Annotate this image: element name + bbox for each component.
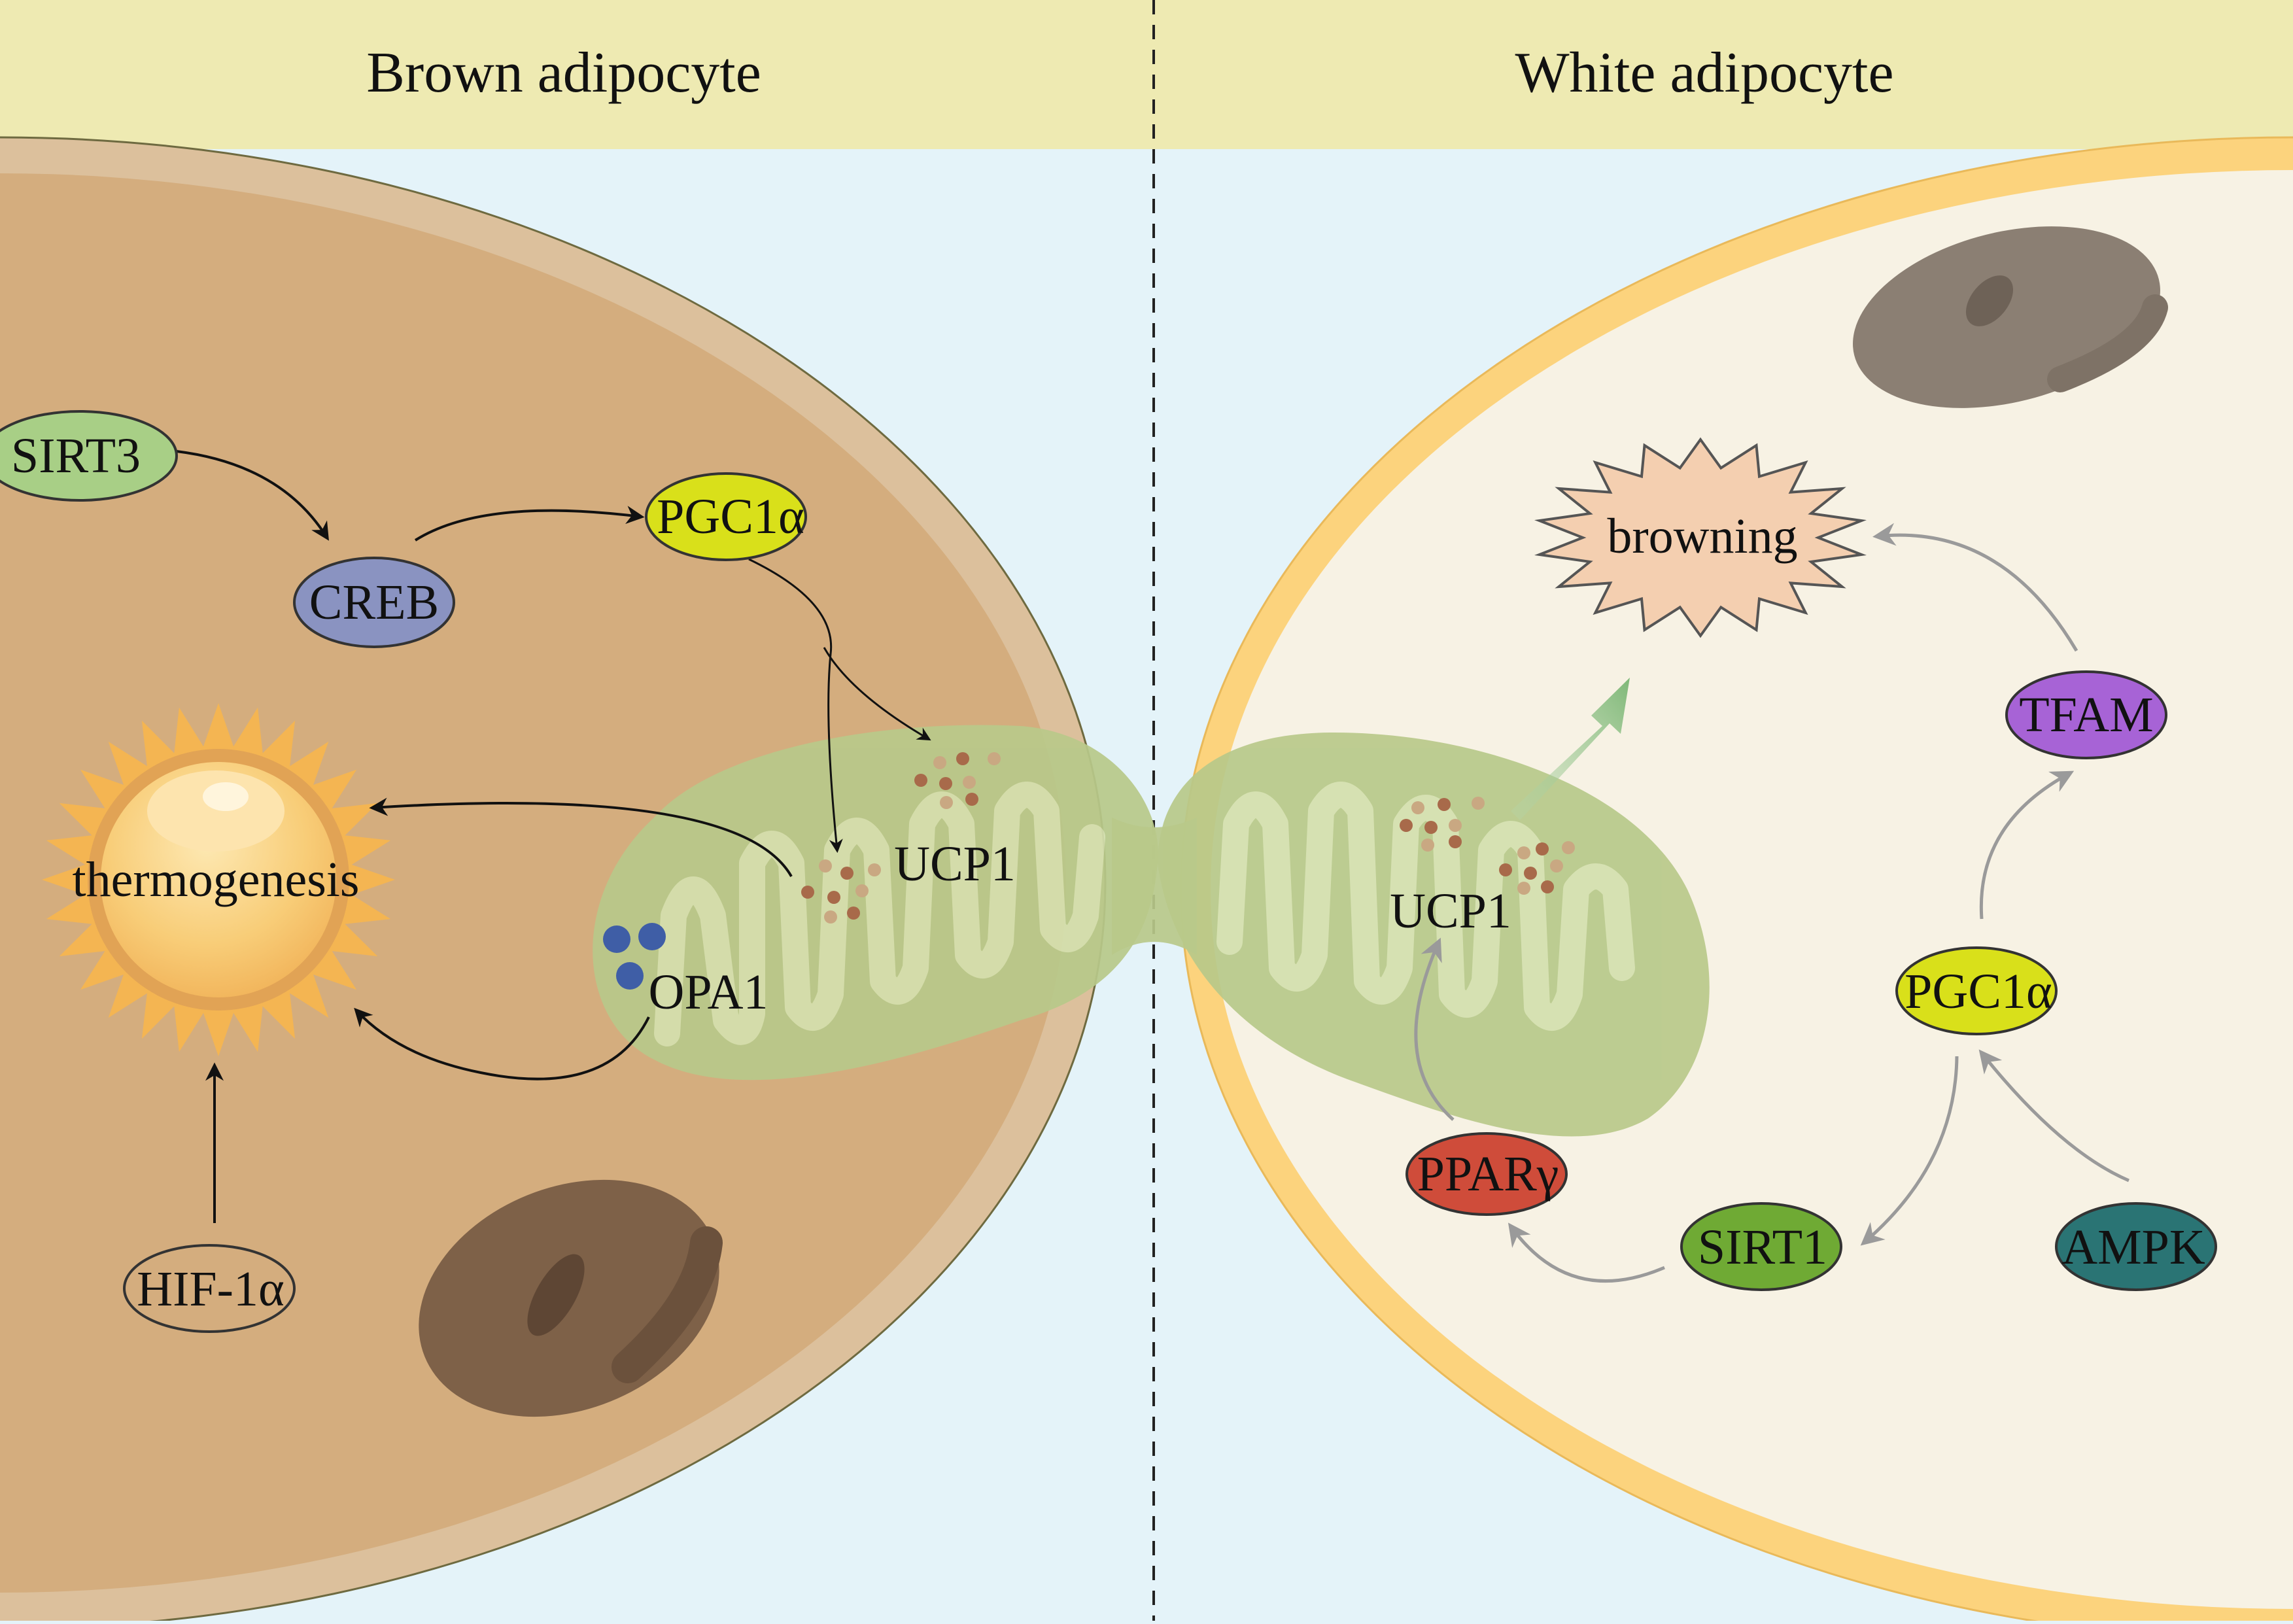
ucp1-particles-white: [1400, 797, 1575, 895]
sirt1-label: SIRT1: [1698, 1220, 1827, 1275]
ucp1-white-label: UCP1: [1390, 884, 1511, 939]
pgc1a-brown-label: PGC1α: [657, 489, 804, 544]
node-sirt3: SIRT3: [0, 410, 178, 502]
browning-starburst: [1534, 437, 1867, 638]
ucp1-brown-label: UCP1: [894, 837, 1016, 891]
hif1a-label: HIF-1α: [137, 1262, 284, 1317]
header-brown-adipocyte: Brown adipocyte: [366, 41, 761, 105]
mitochondria-bridge: [1112, 818, 1197, 955]
arrow-ampk-to-pgc1a: [1978, 1049, 2129, 1183]
browning-label: browning: [1607, 509, 1797, 564]
arrow-sirt3-to-creb: [176, 450, 329, 541]
node-ampk: AMPK: [2055, 1202, 2217, 1291]
creb-label: CREB: [309, 575, 440, 630]
arrow-pgc1a-to-sirt1: [1860, 1056, 1959, 1246]
opa1-particles: [603, 923, 666, 990]
header-band: [0, 0, 2293, 149]
sirt3-label: SIRT3: [11, 428, 141, 483]
ucp1-particles-brown: [801, 752, 1001, 924]
thermogenesis-sun-icon: [42, 703, 395, 1056]
arrow-opa1-to-thermogenesis: [354, 1007, 650, 1080]
white-adipocyte-cell: [1181, 136, 2293, 1624]
arrow-pgc1a-to-ucp1-outer: [823, 647, 931, 741]
node-pgc1a-white: PGC1α: [1895, 946, 2058, 1035]
arrow-tfam-to-browning: [1872, 523, 2078, 652]
node-pgc1a-brown: PGC1α: [645, 472, 807, 561]
arrow-ppar-to-ucp1: [1414, 937, 1455, 1121]
nucleus-brown: [419, 1179, 723, 1417]
node-sirt1: SIRT1: [1680, 1202, 1842, 1291]
arrow-sirt1-to-ppar: [1508, 1222, 1665, 1283]
node-tfam: TFAM: [2005, 670, 2167, 759]
arrow-creb-to-pgc1a: [414, 506, 645, 542]
arrow-pgc1a-to-tfam: [1979, 770, 2075, 920]
opa1-label: OPA1: [648, 965, 768, 1020]
nucleus-white: [1853, 226, 2168, 408]
node-hif1a: HIF-1α: [123, 1244, 296, 1333]
tfam-label: TFAM: [2019, 687, 2154, 742]
header-white-adipocyte: White adipocyte: [1515, 41, 1893, 105]
ampk-label: AMPK: [2061, 1220, 2205, 1275]
pgc1a-white-label: PGC1α: [1905, 964, 2052, 1019]
ppar-label: PPARγ: [1417, 1147, 1559, 1201]
node-creb: CREB: [293, 557, 455, 648]
arrow-ucp1-to-thermogenesis: [369, 797, 793, 877]
mitochondrion-brown: [593, 725, 1158, 1080]
thermogenesis-label: thermogenesis: [72, 852, 359, 907]
green-arrow-to-browning: [1511, 678, 1630, 820]
node-ppar: PPARγ: [1405, 1132, 1568, 1216]
